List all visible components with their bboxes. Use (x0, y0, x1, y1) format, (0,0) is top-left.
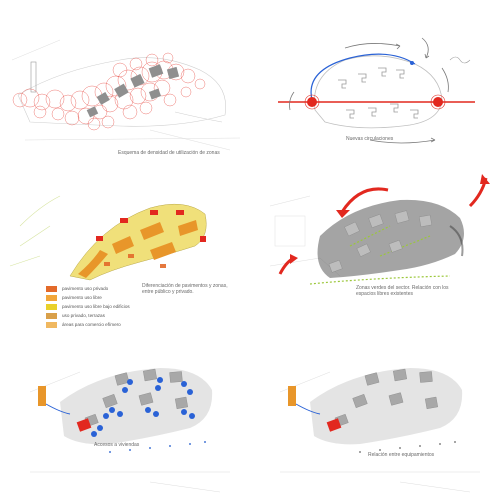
site-outline (313, 55, 443, 129)
tower-outline (30, 61, 37, 93)
pavement-blocks (104, 254, 166, 268)
panel-density: Esquema de densidad de utilización de zo… (0, 0, 250, 166)
caption-access: Accesos a viviendas (94, 442, 140, 448)
legend-swatch (46, 294, 57, 301)
green-buildings (328, 210, 433, 273)
legend-swatch (46, 321, 57, 328)
legend-swatch (46, 285, 57, 292)
legend-item: uso privado, terrazas (46, 311, 130, 320)
site-area (60, 368, 213, 445)
access-diagram (29, 368, 230, 493)
panel-green: Zonas verdes del sector. Relación con lo… (250, 166, 500, 332)
facility-buildings (334, 368, 439, 427)
orange-facility (288, 386, 296, 406)
legend-swatch (46, 303, 57, 310)
pavement-private (96, 210, 206, 242)
red-node-right (433, 97, 443, 107)
panel-pavements: pavimento uso privado pavimento uso libr… (0, 166, 250, 332)
caption-facilities: Relación entre equipamientos (368, 452, 435, 458)
red-facility (326, 418, 342, 432)
blue-access-line (45, 403, 71, 415)
density-buildings (86, 64, 180, 118)
legend-swatch (46, 312, 57, 319)
pavement-hatched (78, 220, 198, 278)
context-lines (11, 39, 241, 151)
density-circles (12, 52, 206, 131)
legend-item: pavimento uso libre bajo edificios (46, 302, 130, 311)
access-points (91, 377, 195, 437)
legend-item: pavimento uso privado (46, 284, 130, 293)
red-arrow-top (340, 187, 389, 213)
legend-item: pavimento uso libre (46, 293, 130, 302)
site-area (310, 368, 463, 445)
caption-pavements: Diferenciación de pavimentos y zonas, en… (142, 283, 228, 295)
green-diagram (269, 174, 490, 285)
blue-node (410, 61, 414, 65)
caption-circulation: Nuevas circulaciones (346, 136, 394, 142)
facilities-diagram (279, 368, 480, 493)
access-buildings (84, 368, 189, 427)
red-facility (76, 418, 92, 432)
access-dots (109, 441, 206, 453)
caption-green: Zonas verdes del sector. Relación con lo… (356, 285, 449, 297)
orange-facility (38, 386, 46, 406)
circulation-diagram (278, 37, 475, 144)
circulation-buildings (338, 67, 419, 119)
legend-item: áreas para comercio efímero (46, 320, 130, 329)
pavements-legend: pavimento uso privado pavimento uso libr… (46, 284, 130, 329)
red-node-left (307, 97, 317, 107)
panel-facilities: Relación entre equipamientos (250, 332, 500, 498)
density-diagram (11, 39, 241, 151)
site-outline (17, 57, 227, 127)
circulation-arrows (289, 37, 449, 144)
facility-dots (359, 441, 456, 453)
panel-circulation: Nuevas circulaciones (250, 0, 500, 166)
caption-density: Esquema de densidad de utilización de zo… (118, 150, 220, 156)
blue-link-line (295, 403, 321, 415)
blue-circulation-path (310, 53, 416, 101)
pavements-diagram (9, 195, 207, 281)
panel-access: Accesos a viviendas (0, 332, 250, 498)
green-bands (309, 225, 451, 285)
